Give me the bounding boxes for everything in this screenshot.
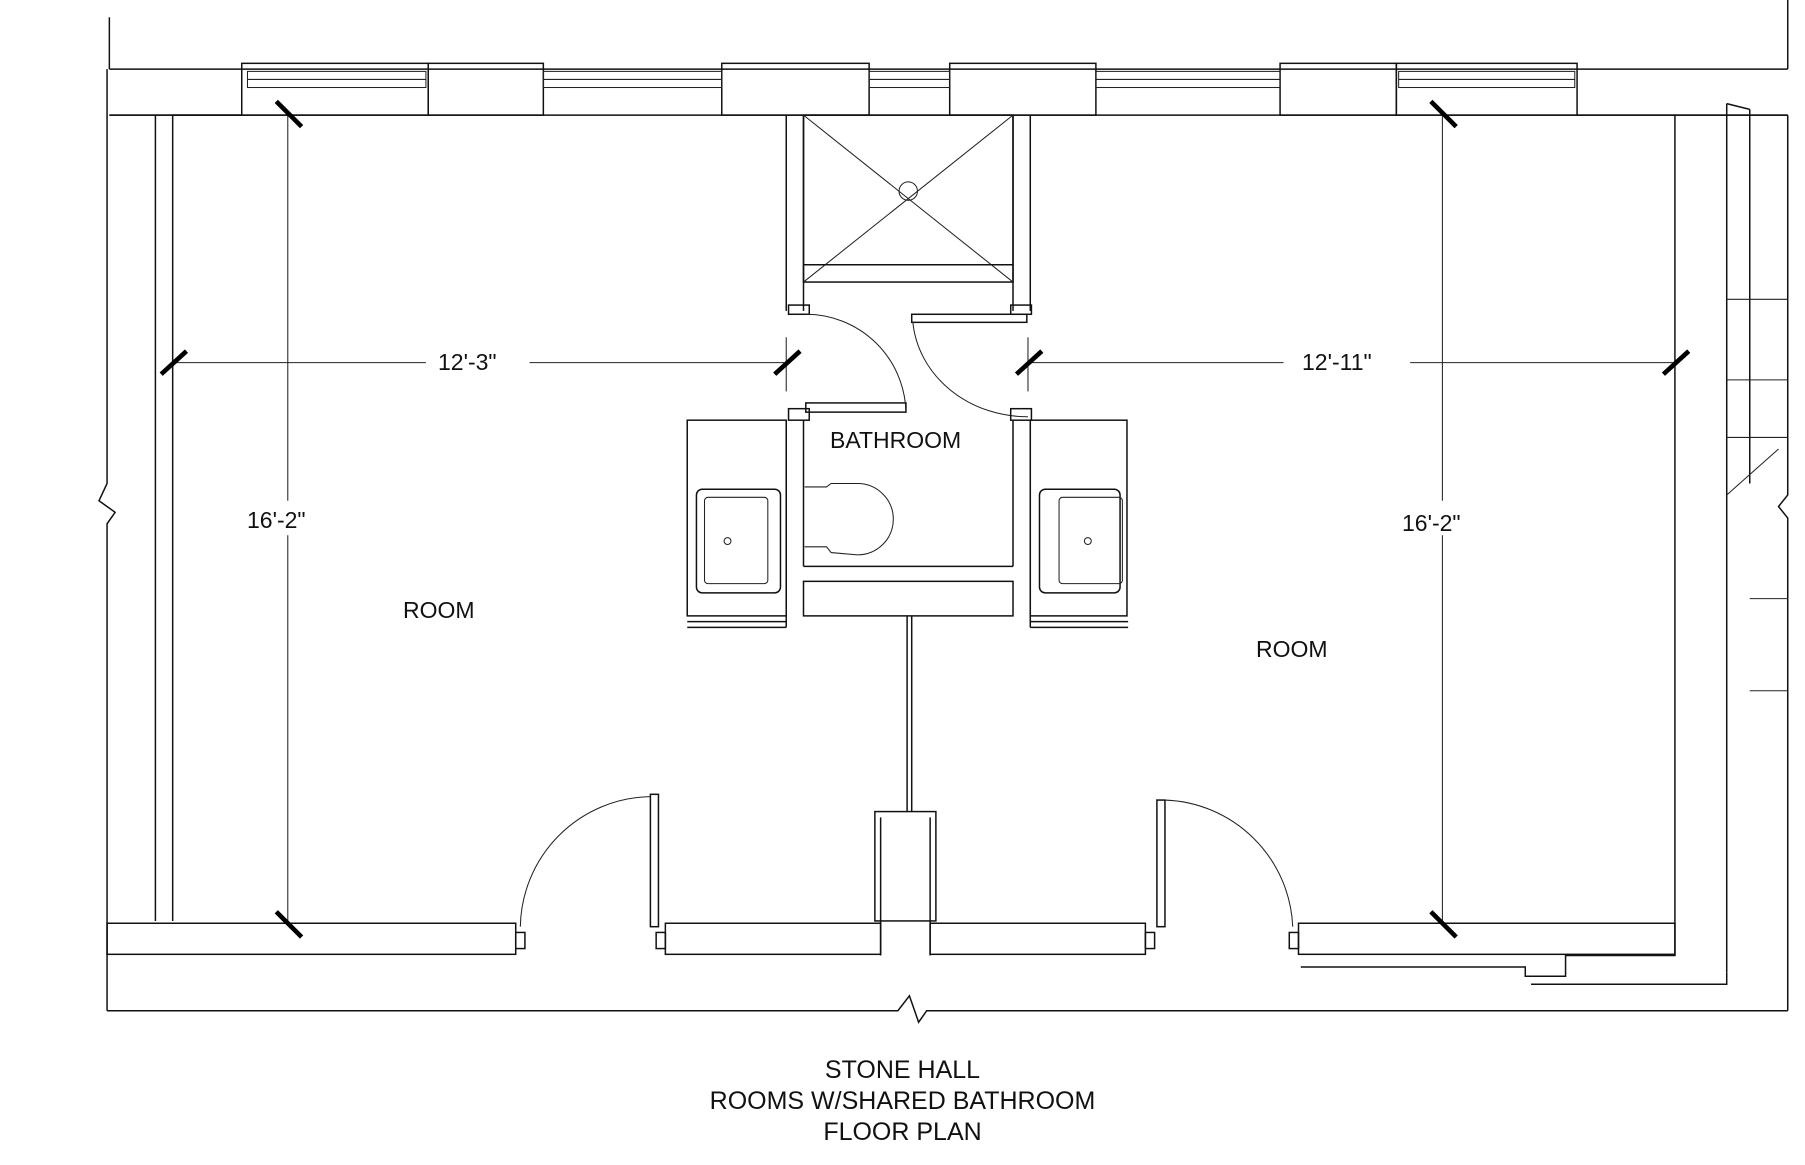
room-right-label: ROOM bbox=[1256, 636, 1328, 662]
dimension-left-width: 12'-3" bbox=[438, 349, 497, 375]
room-left-label: ROOM bbox=[403, 597, 475, 623]
toilet bbox=[804, 482, 894, 556]
bathroom bbox=[686, 114, 1129, 956]
title-line-3: FLOOR PLAN bbox=[823, 1118, 982, 1146]
dimension-lines bbox=[159, 99, 1691, 939]
entry-doors bbox=[106, 793, 1676, 956]
dimension-right-depth: 16'-2" bbox=[1402, 510, 1461, 536]
dimension-left-depth: 16'-2" bbox=[247, 507, 306, 533]
sink-right bbox=[1038, 488, 1121, 594]
sink-left bbox=[695, 488, 782, 594]
shower bbox=[802, 114, 1014, 283]
bathroom-label: BATHROOM bbox=[830, 427, 962, 453]
plan-title: STONE HALL ROOMS W/SHARED BATHROOM FLOOR… bbox=[0, 1055, 1805, 1148]
exterior-walls bbox=[98, 0, 1789, 1024]
windows bbox=[109, 62, 1788, 116]
title-line-1: STONE HALL bbox=[824, 1056, 981, 1084]
drain-icon bbox=[898, 181, 918, 201]
dimension-right-width: 12'-11" bbox=[1302, 349, 1372, 375]
title-line-2: ROOMS W/SHARED BATHROOM bbox=[709, 1087, 1096, 1115]
